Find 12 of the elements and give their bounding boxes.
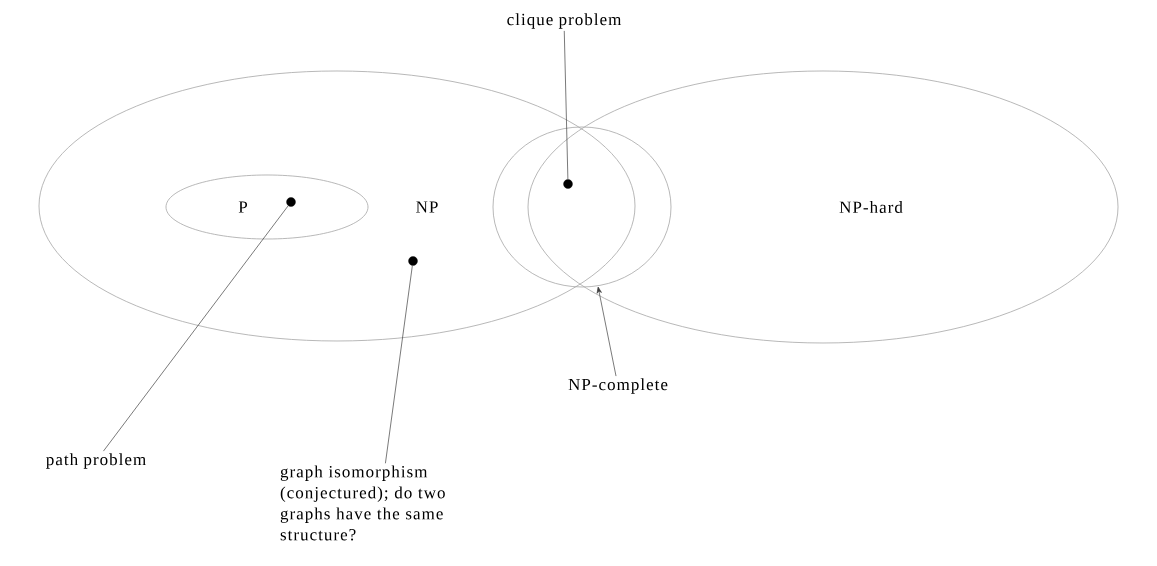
- set-circle: [492, 126, 672, 288]
- leader-line: [103, 205, 289, 452]
- annotation-text: clique problem: [507, 13, 622, 29]
- set-label: NP-hard: [839, 201, 903, 213]
- annotation-text: graph isomorphism (conjectured); do two graphs have the same structure?: [280, 465, 445, 541]
- set-label: P: [238, 201, 248, 213]
- leader-line: [563, 30, 569, 180]
- annotation-text: NP-complete: [568, 378, 668, 394]
- annotation-text: path problem: [46, 453, 146, 469]
- set-label: NP: [416, 201, 438, 213]
- leader-line: [385, 265, 413, 464]
- arrow: [596, 286, 617, 377]
